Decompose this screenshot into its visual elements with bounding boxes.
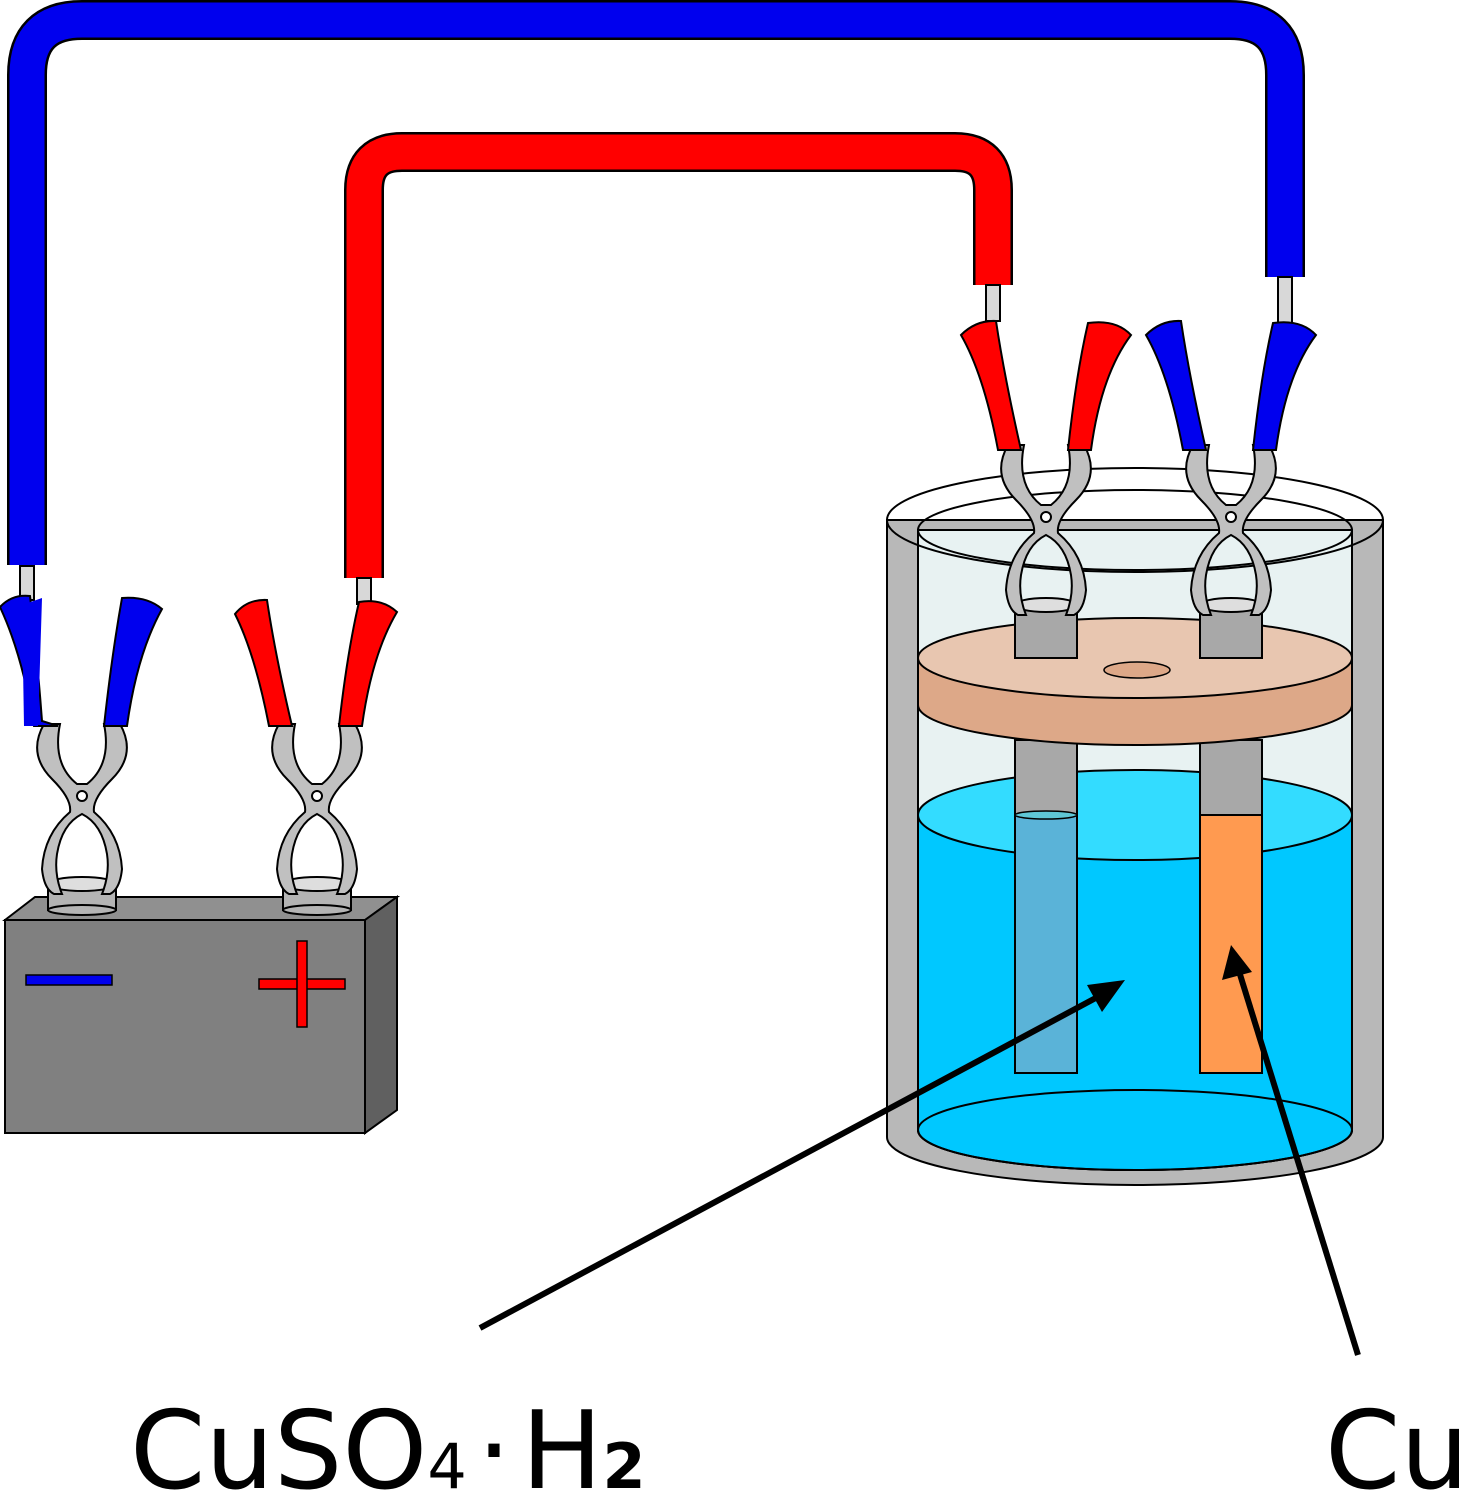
battery	[2, 876, 401, 1135]
negative-wire	[7, 0, 1305, 565]
formula-dot: ·	[477, 1389, 511, 1502]
copper-electrode	[1199, 739, 1263, 1074]
svg-text:CuSO4·H2: CuSO4·H2	[130, 1389, 646, 1502]
battery-positive-terminal	[282, 876, 352, 916]
beaker-rim	[886, 467, 1384, 573]
electrode-pointer-arrow	[1222, 945, 1361, 1356]
solution-label: CuSO4·H2	[130, 1389, 646, 1502]
formula-subscript-4: 4	[427, 1430, 466, 1502]
formula-h: H	[521, 1389, 602, 1502]
formula-subscript-2: 2	[602, 1430, 645, 1502]
battery-positive-clip	[233, 598, 399, 895]
solution-pointer-arrow	[478, 980, 1125, 1331]
minus-sign-icon	[25, 974, 113, 986]
left-electrode	[1014, 739, 1078, 1074]
plus-sign-icon	[258, 940, 346, 1028]
electrode-positive-clip	[959, 319, 1133, 616]
electrode-negative-clip	[1144, 319, 1318, 616]
positive-wire	[344, 132, 1013, 578]
formula-main: CuSO	[130, 1389, 427, 1502]
wire-tips	[19, 276, 1293, 605]
electrode-label: Cu	[1325, 1389, 1459, 1502]
battery-negative-clip	[0, 594, 164, 895]
